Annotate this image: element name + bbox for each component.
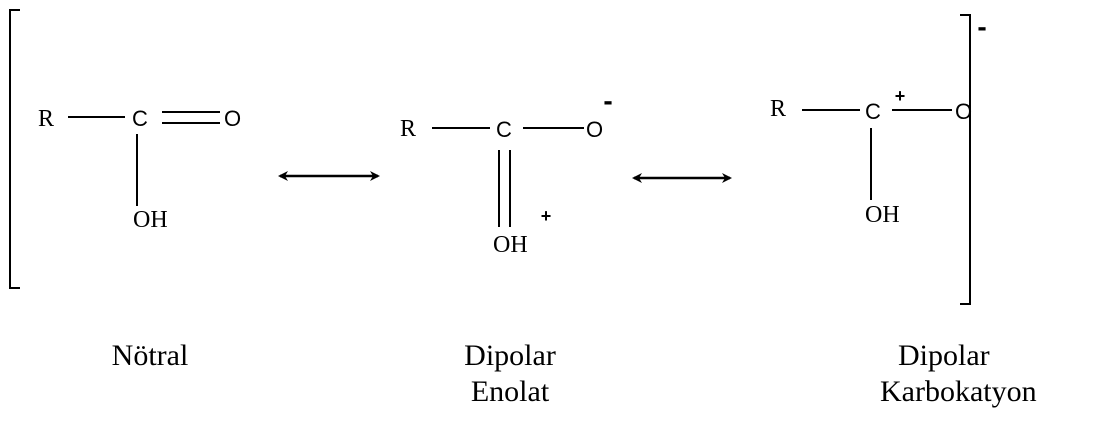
neutral-r: R xyxy=(38,106,54,132)
bracket-charge: - xyxy=(977,11,986,42)
enolate-structure: R C O - OH + xyxy=(400,85,613,258)
caption-enolate: Dipolar Enolat xyxy=(430,338,590,410)
neutral-structure: R C O OH xyxy=(38,106,241,233)
carbocation-o: O xyxy=(955,99,972,124)
right-bracket xyxy=(960,14,971,305)
enolate-oh: OH xyxy=(493,232,528,258)
caption-neutral: Nötral xyxy=(70,338,230,374)
caption-neutral-line1: Nötral xyxy=(111,339,189,372)
caption-enolate-line1: Dipolar xyxy=(464,339,556,372)
enolate-o: O xyxy=(586,117,603,142)
caption-carbocation: Dipolar Karbokatyon xyxy=(880,338,1090,410)
neutral-oh: OH xyxy=(133,207,168,233)
caption-enolate-line2: Enolat xyxy=(470,375,550,408)
carbocation-oh: OH xyxy=(865,202,900,228)
enolate-r: R xyxy=(400,116,416,142)
neutral-c: C xyxy=(132,106,148,131)
enolate-o-charge: - xyxy=(603,85,612,116)
enolate-c: C xyxy=(496,117,512,142)
carbocation-c: C xyxy=(865,99,881,124)
carbocation-structure: R C + O OH xyxy=(770,86,972,228)
left-bracket xyxy=(9,9,20,289)
carbocation-c-charge: + xyxy=(895,86,906,106)
enolate-oh-charge: + xyxy=(541,206,552,226)
caption-carbocation-line2: Karbokatyon xyxy=(880,375,1037,408)
caption-carbocation-line1: Dipolar xyxy=(898,339,990,372)
carbocation-r: R xyxy=(770,96,786,122)
neutral-o: O xyxy=(224,106,241,131)
